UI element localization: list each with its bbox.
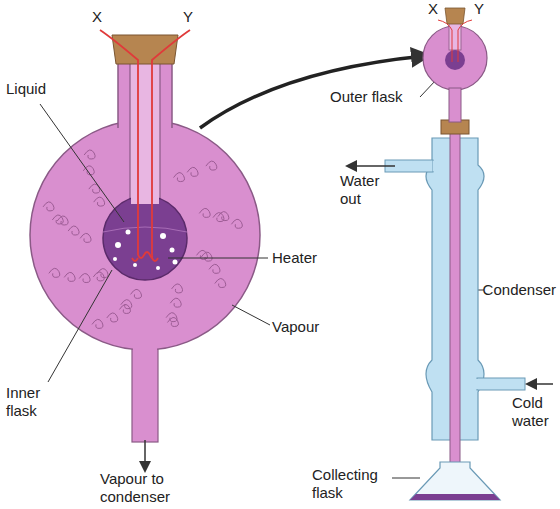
wire-terminal: X (92, 8, 102, 26)
vapour-swirl (68, 226, 79, 235)
part-name: Outer flask (330, 88, 403, 106)
part-name: Inner flask (6, 384, 58, 420)
collecting-flask (410, 462, 500, 500)
vapour-swirl (107, 313, 118, 322)
cork (112, 35, 178, 64)
part-name: Condenser (483, 281, 556, 299)
vapour-swirl (79, 273, 90, 282)
vapour-swirl (94, 197, 105, 206)
vapour-swirl (92, 319, 103, 328)
vapour-swirl (213, 213, 224, 222)
part-name: Heater (272, 249, 317, 267)
vapour-swirl (172, 284, 183, 293)
vapour-swirl (97, 269, 108, 278)
vapour-swirl (199, 208, 210, 217)
vapour-swirl (57, 216, 68, 225)
part-name: Liquid (6, 80, 46, 98)
part-name: Vapour to condenser (100, 470, 210, 506)
wire-terminal: X (428, 0, 438, 18)
vapour-swirl (121, 300, 132, 309)
vapour-swirl (49, 268, 60, 277)
vapour-swirl (206, 161, 217, 170)
wire-terminal: Y (183, 8, 193, 26)
vapour-swirl (231, 219, 242, 228)
vapour-swirl (64, 272, 75, 281)
vapour-swirl (131, 289, 142, 298)
outer-flask-large (30, 58, 260, 442)
outer-flask-small (423, 8, 487, 122)
part-name: Vapour (272, 318, 319, 336)
vapour-swirl (174, 173, 185, 182)
part-name: Water out (340, 172, 390, 208)
vapour-swirl (93, 272, 104, 281)
leader-lines (40, 80, 484, 478)
vapour-swirl (170, 298, 181, 307)
wire-terminal: Y (474, 0, 484, 18)
vapour-swirl (84, 150, 95, 159)
vapour-swirl (43, 202, 54, 211)
vapour-swirl (215, 278, 226, 287)
vapour-swirl (166, 313, 177, 322)
inner-flask (103, 62, 187, 280)
vapour-swirl (187, 167, 198, 176)
part-name: Collecting flask (312, 466, 392, 502)
vapour-swirl (80, 233, 91, 242)
vapour-swirl (209, 264, 220, 273)
magnify-arrow (200, 56, 425, 128)
condenser (385, 80, 525, 465)
heater-wires (100, 30, 190, 261)
part-name: Cold water (512, 394, 554, 430)
